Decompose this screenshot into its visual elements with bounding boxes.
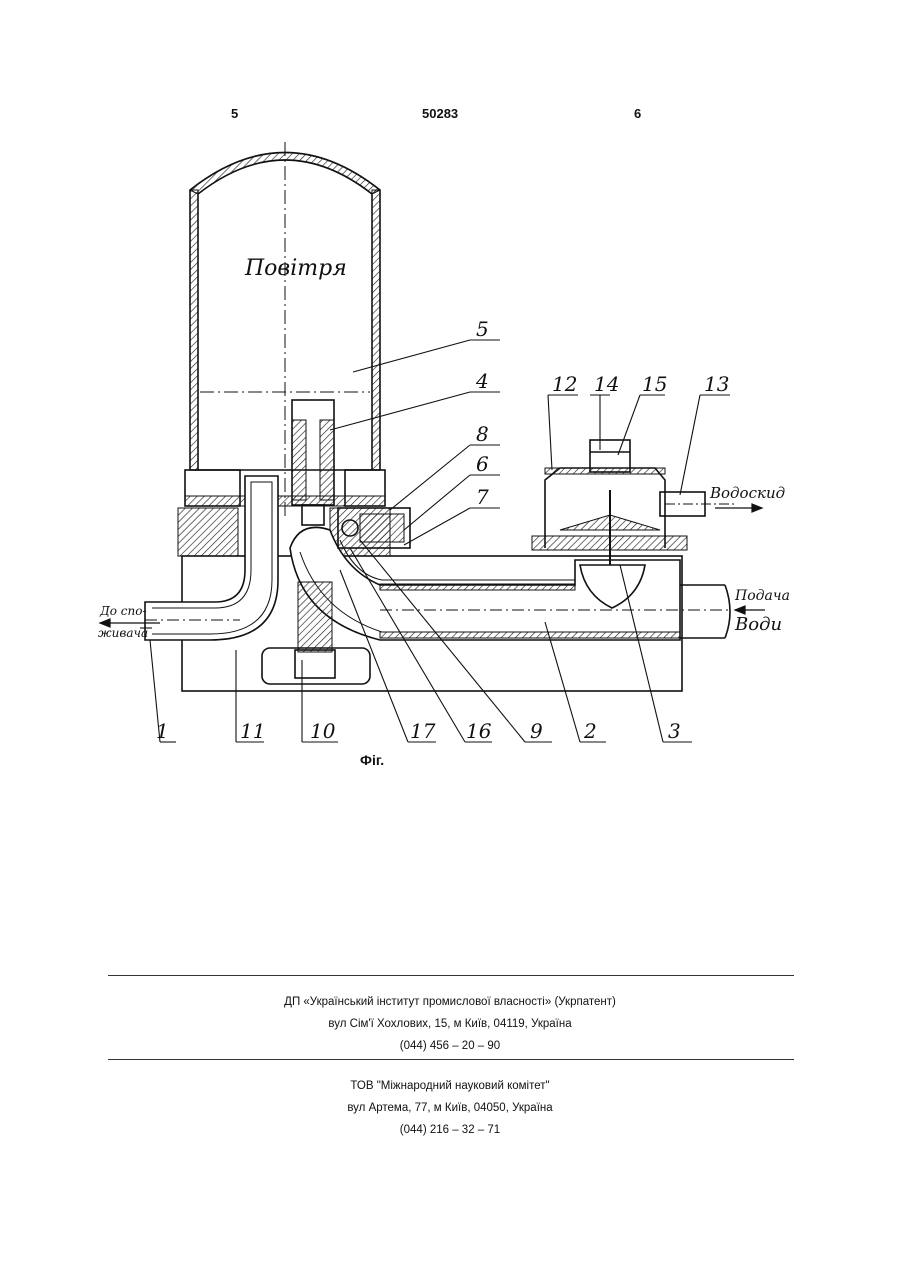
org2-name: ТОВ "Міжнародний науковий комітет" [0, 1080, 900, 1092]
callout-12: 12 [552, 372, 577, 396]
callout-7: 7 [476, 485, 489, 509]
label-supply-line2: Води [734, 614, 782, 635]
divider-middle [108, 1059, 794, 1060]
air-vessel [190, 142, 380, 520]
callout-2: 2 [583, 719, 597, 743]
callout-10: 10 [310, 719, 336, 743]
technical-drawing: Повітря До спо- живача Водоскид Подача В… [0, 0, 900, 800]
divider-top [108, 975, 794, 976]
label-air: Повітря [244, 256, 347, 281]
callout-1: 1 [156, 719, 169, 743]
callout-11: 11 [240, 719, 265, 743]
callout-8: 8 [476, 422, 489, 446]
org2-phone: (044) 216 – 32 – 71 [0, 1124, 900, 1136]
label-drain: Водоскид [709, 484, 785, 502]
callout-3: 3 [668, 719, 681, 743]
callout-6: 6 [476, 452, 489, 476]
callout-4: 4 [475, 369, 489, 393]
callout-14: 14 [594, 372, 619, 396]
label-to-consumer-line1: До спо- [99, 604, 147, 618]
org1-address: вул Сім'ї Хохлових, 15, м Київ, 04119, У… [0, 1018, 900, 1030]
figure-caption: Фіг. [360, 752, 384, 768]
callout-9: 9 [530, 719, 543, 743]
org1-name: ДП «Український інститут промислової вла… [0, 996, 900, 1008]
org1-phone: (044) 456 – 20 – 90 [0, 1040, 900, 1052]
callout-15: 15 [642, 372, 667, 396]
callout-16: 16 [466, 719, 492, 743]
org2-address: вул Артема, 77, м Київ, 04050, Україна [0, 1102, 900, 1114]
label-supply-line1: Подача [734, 588, 790, 604]
callout-17: 17 [410, 719, 436, 743]
callout-13: 13 [704, 372, 729, 396]
callout-5: 5 [476, 317, 489, 341]
label-to-consumer-line2: живача [98, 626, 148, 640]
